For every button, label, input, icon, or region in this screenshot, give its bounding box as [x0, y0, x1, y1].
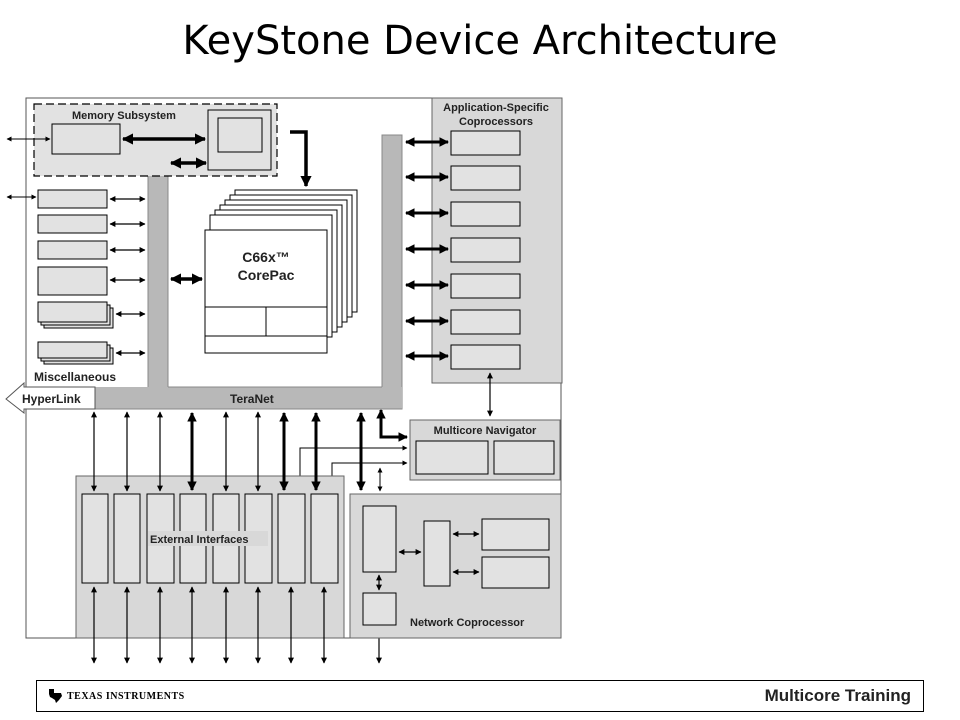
external-interface-blocks [81, 493, 339, 584]
app-coprocessors-label-line2: Coprocessors [459, 116, 533, 128]
memory-subsystem-label: Memory Subsystem [72, 110, 176, 122]
footer-training-label: Multicore Training [764, 686, 911, 705]
company-name: TEXAS INSTRUMENTS [67, 690, 185, 702]
texas-state-icon [49, 689, 62, 703]
network-security-block-1 [481, 518, 550, 551]
miscellaneous-label: Miscellaneous [34, 370, 116, 384]
external-interfaces-label: External Interfaces [150, 534, 248, 546]
multicore-navigator-label: Multicore Navigator [434, 425, 537, 437]
navigator-queue-manager [415, 440, 489, 475]
network-phy-block [362, 592, 397, 626]
navigator-packet-dma [493, 440, 555, 475]
shared-memory-inner [217, 117, 263, 153]
corepac-label-line2: CorePac [238, 267, 295, 283]
teranet-bus [90, 134, 403, 410]
network-security-block-2 [481, 556, 550, 589]
app-coprocessors-label-line1: Application-Specific [443, 102, 549, 114]
hyperlink-arrow [5, 381, 96, 415]
slide-title: KeyStone Device Architecture [182, 18, 778, 64]
teranet-label: TeraNet [230, 392, 274, 406]
architecture-diagram: HyperLink TeraNet Memory Subsystem Misce… [5, 97, 563, 664]
hyperlink-label: HyperLink [22, 392, 81, 406]
memory-controller-block [51, 123, 121, 155]
network-coprocessor-label: Network Coprocessor [410, 617, 525, 629]
footer-bar: TEXAS INSTRUMENTS Multicore Training [36, 680, 924, 712]
network-switch-block [362, 505, 397, 573]
ti-logo: TEXAS INSTRUMENTS [47, 688, 185, 704]
network-packet-accelerator [423, 520, 451, 587]
miscellaneous-blocks [37, 189, 114, 365]
corepac-label-line1: C66x™ [242, 249, 289, 265]
coprocessor-blocks [450, 130, 521, 370]
corepac-stack [204, 189, 358, 354]
